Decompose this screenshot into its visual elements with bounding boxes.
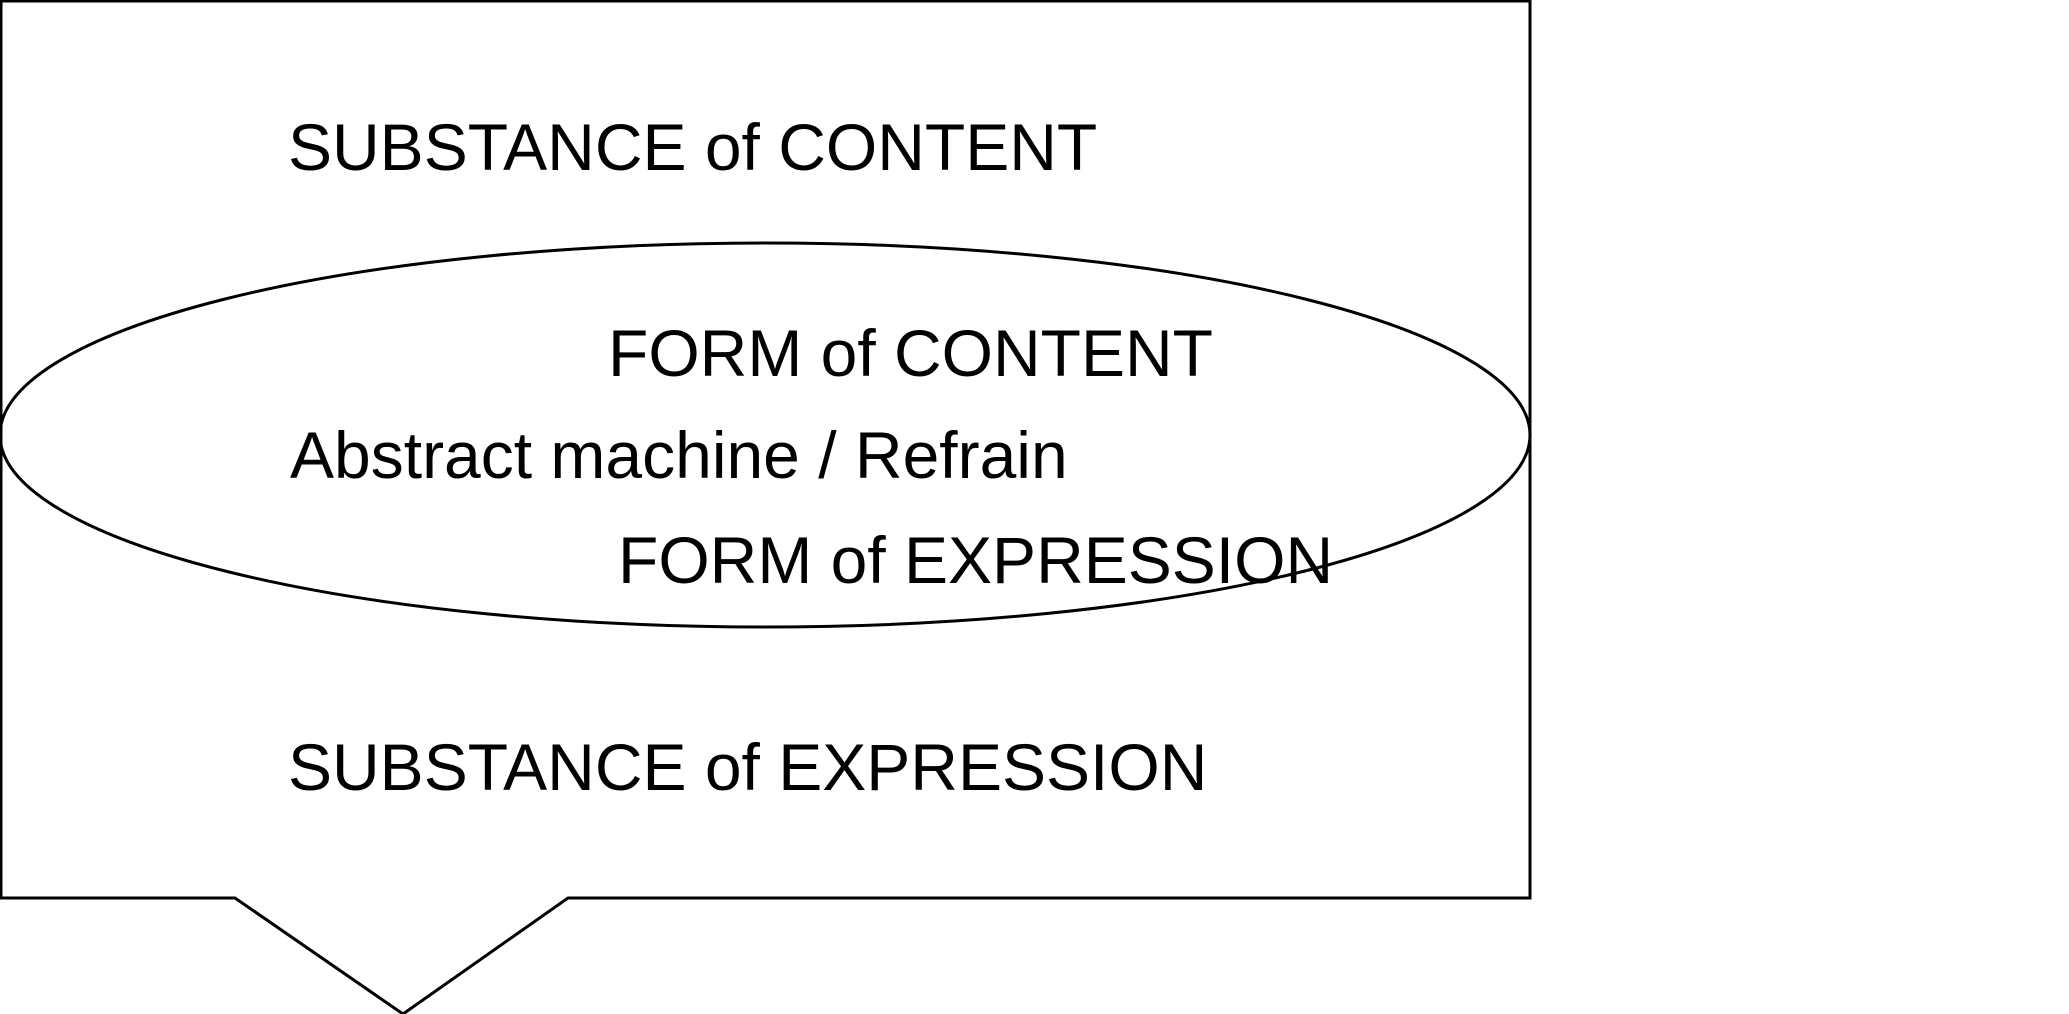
speech-balloon-rectangle [0, 0, 1532, 1014]
abstract-machine-ellipse [0, 241, 1532, 629]
label-substance-of-content: SUBSTANCE of CONTENT [288, 110, 1097, 184]
label-form-of-content: FORM of CONTENT [608, 316, 1213, 390]
label-substance-of-expression: SUBSTANCE of EXPRESSION [288, 730, 1207, 804]
label-abstract-machine-refrain: Abstract machine / Refrain [290, 418, 1068, 492]
label-form-of-expression: FORM of EXPRESSION [618, 523, 1333, 597]
